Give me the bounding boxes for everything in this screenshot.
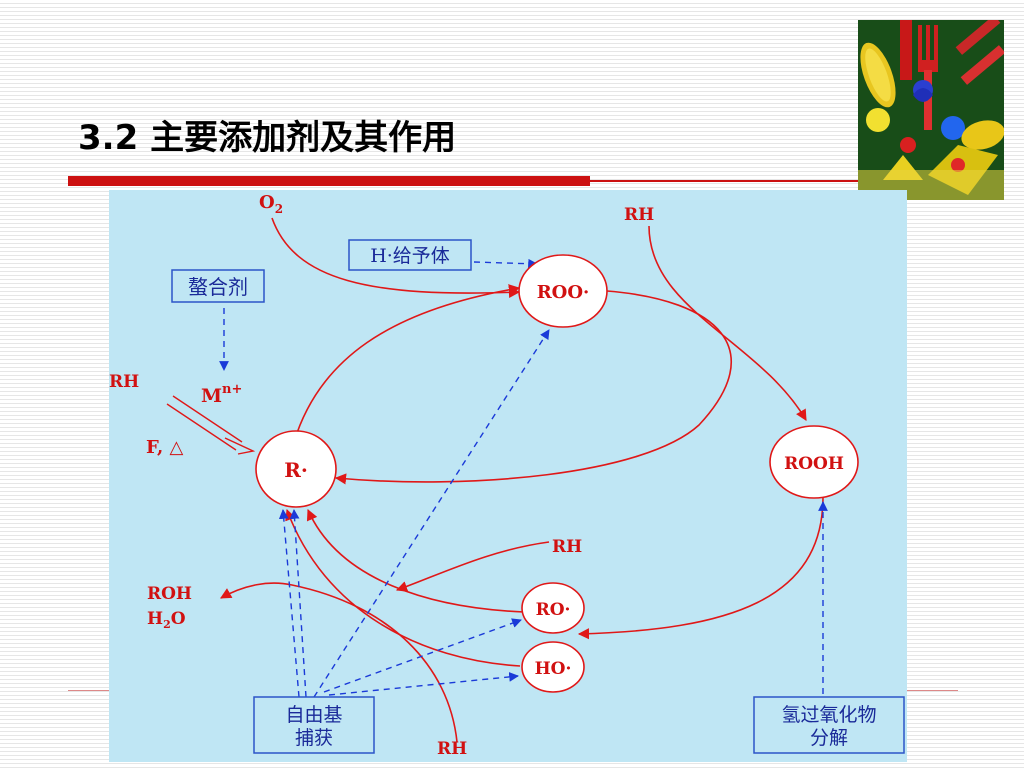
ro-to-r-arrow [306, 508, 525, 613]
trap-to-ho-arrow [328, 672, 519, 696]
label-h2o: H2O [147, 609, 186, 631]
o2-to-roo-arrow [271, 217, 521, 298]
node-ho: HO· [521, 641, 585, 693]
trap-to-ro-arrow [323, 618, 522, 693]
box-radical-trap-line2: 捕获 [295, 727, 333, 749]
box-radical-trap-line1: 自由基 [285, 704, 342, 726]
node-ro: RO· [521, 582, 585, 634]
label-rh-top: RH [624, 205, 654, 225]
node-r-label: R· [284, 458, 308, 482]
box-h-donor: H·给予体 [348, 239, 472, 271]
box-peroxide-decomp-line1: 氢过氧化物 [781, 704, 876, 726]
rooh-to-ro-arrow [577, 496, 824, 640]
ho-to-r-arrow [285, 508, 521, 667]
rh-bottom-to-ho-arrow [220, 582, 458, 743]
node-ro-label: RO· [536, 600, 571, 620]
box-peroxide-decomposer: 氢过氧化物 分解 [753, 696, 905, 754]
node-roo: ROO· [518, 254, 608, 328]
r-to-roo-arrow [293, 284, 521, 443]
box-h-donor-label: H·给予体 [370, 245, 450, 267]
label-roh: ROH [147, 584, 192, 604]
trap-to-r-arrow-1 [278, 509, 300, 698]
title-underline-thin [590, 180, 860, 182]
node-r: R· [255, 430, 337, 508]
page-title: 3.2 主要添加剂及其作用 [78, 118, 457, 158]
label-f-delta: F, △ [146, 437, 184, 458]
decorative-photo [858, 20, 1004, 200]
trap-to-r-arrow-2 [289, 509, 307, 698]
box-chelator: 螯合剂 [171, 269, 265, 303]
node-roo-label: ROO· [537, 282, 590, 303]
rh-mid-to-ro-path-arrow [395, 541, 550, 592]
corn-icon [860, 42, 896, 108]
title-underline [68, 176, 590, 186]
label-mn: Mn+ [201, 382, 242, 407]
node-rooh: ROOH [769, 425, 859, 499]
trap-to-roo-arrow [313, 329, 550, 698]
rh-to-rooh-arrow [648, 225, 807, 421]
label-rh-bottom: RH [437, 739, 467, 759]
box-peroxide-decomp-line2: 分解 [810, 727, 848, 749]
box-chelator-label: 螯合剂 [188, 275, 248, 299]
label-rh-left: RH [109, 372, 139, 392]
label-o2: O2 [259, 192, 283, 216]
node-ho-label: HO· [535, 659, 572, 679]
label-rh-mid: RH [552, 537, 582, 557]
box-radical-trap: 自由基 捕获 [253, 696, 375, 754]
autoxidation-cycle-diagram: ROO· R· ROOH RO· HO· H·给予体 螯合剂 自由基 捕获 氢过… [109, 190, 907, 762]
node-rooh-label: ROOH [784, 454, 844, 474]
